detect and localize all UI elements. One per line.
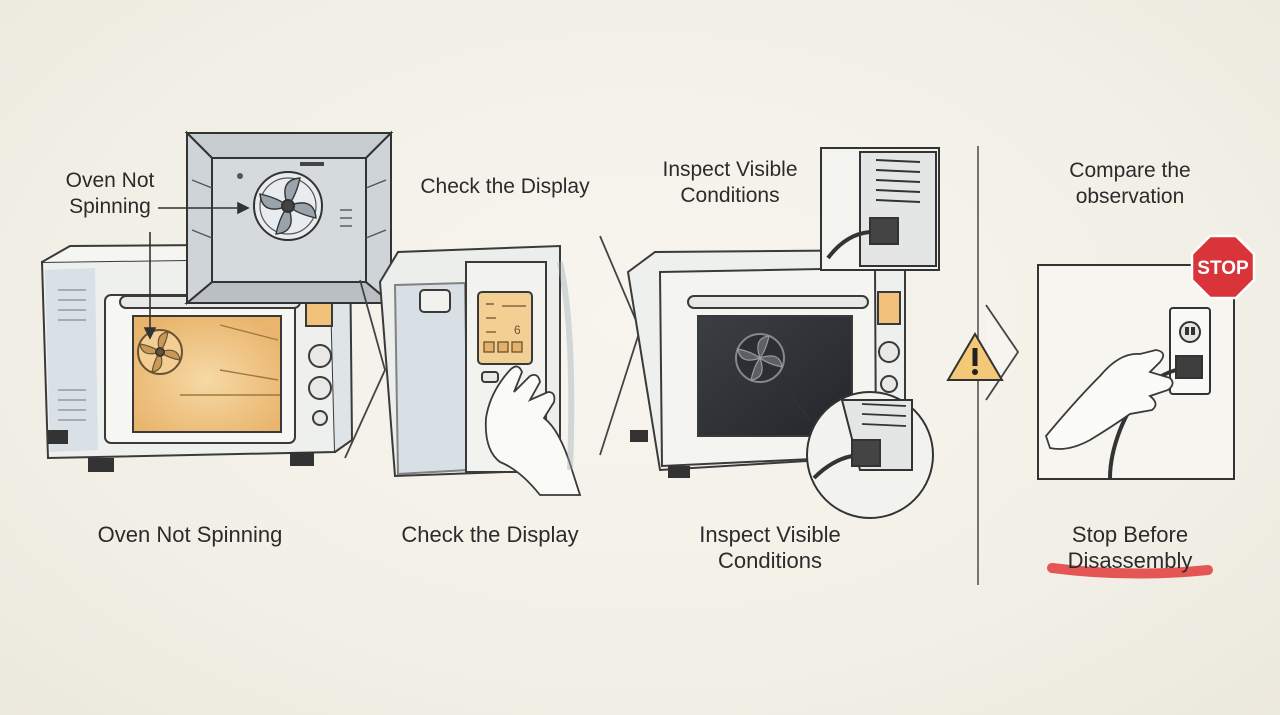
callout-oven-not-spinning: Oven Not Spinning [65, 169, 155, 218]
warning-icon [946, 332, 1004, 381]
hand-icon [484, 365, 582, 496]
hand-icon [1044, 349, 1174, 450]
step-label-3: Inspect Visible Conditions [699, 522, 841, 573]
chevron-divider [985, 304, 1020, 401]
highlight-underline [1047, 563, 1213, 579]
power-plug-inset [820, 147, 940, 271]
chevron-divider [344, 279, 386, 459]
fan-icon [735, 333, 785, 383]
power-plug-inset-circle [806, 391, 934, 519]
outlet-icon [1169, 307, 1211, 395]
stop-sign-icon: STOP [1190, 234, 1256, 300]
power-plug-icon [812, 439, 881, 480]
callout-compare: Compare the observation [1069, 159, 1191, 208]
oven-panel-2 [378, 244, 582, 496]
fan-icon [137, 329, 183, 375]
power-plug-icon [826, 217, 899, 260]
callout-check-display: Check the Display [420, 175, 590, 198]
display-digit: 6 [514, 323, 521, 337]
stop-panel [1037, 264, 1235, 480]
stop-sign-text: STOP [1197, 258, 1249, 279]
oven-interior-inset [184, 130, 394, 306]
callout-inspect-visible: Inspect Visible Conditions [662, 158, 798, 207]
step-label-4: Stop Before Disassembly [1067, 522, 1193, 573]
step-label-2: Check the Display [401, 522, 579, 547]
step-label-1: Oven Not Spinning [97, 522, 283, 547]
fan-icon [253, 171, 323, 241]
callout-arrow [143, 201, 250, 340]
